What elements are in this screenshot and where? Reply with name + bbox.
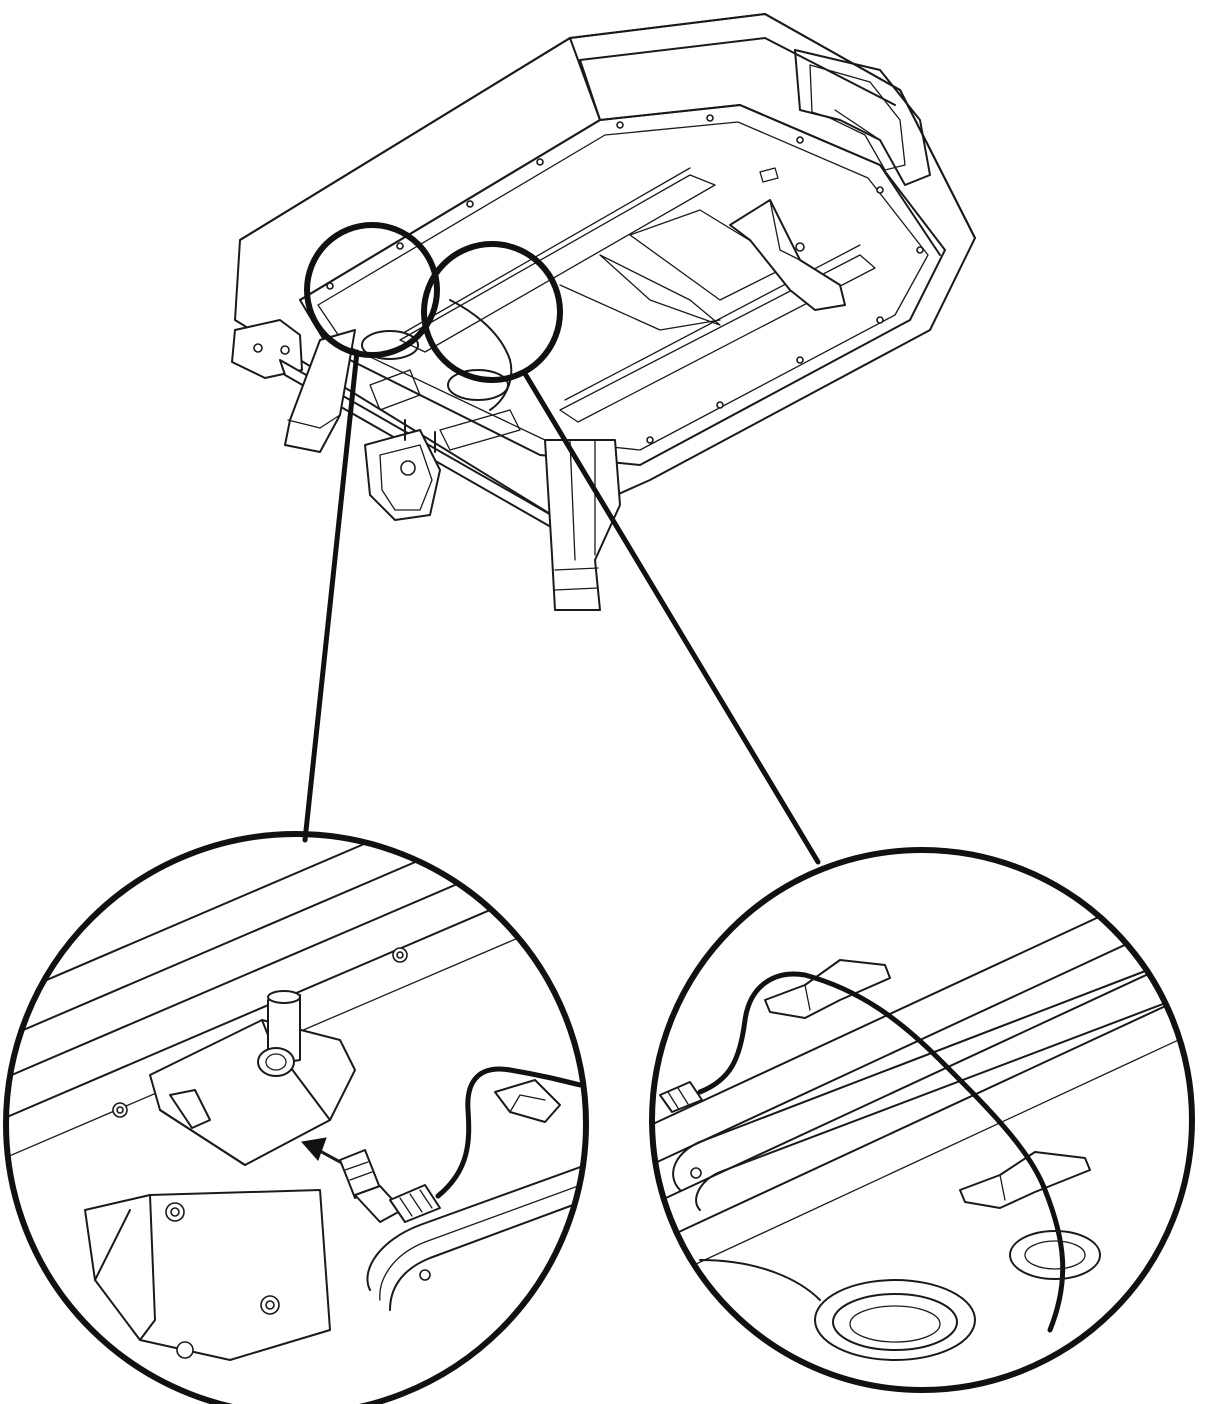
detail-right-content [652, 869, 1192, 1361]
bottom-port [814, 1279, 976, 1361]
cable-clip-bottom [959, 1151, 1091, 1209]
audio-jack-icon [339, 1149, 441, 1223]
callout-circle-right-small [421, 241, 563, 383]
callout-circle-left-detail [3, 831, 589, 1404]
detail-left-content [6, 834, 586, 1361]
leader-line-left [302, 349, 360, 843]
detail-left-cable [435, 1066, 583, 1199]
connector-socket [257, 1047, 295, 1077]
bottom-panel [299, 104, 946, 466]
recess-channel-2 [559, 254, 876, 423]
callout-circle-right-detail [649, 847, 1195, 1393]
detail-right-cable [697, 971, 1066, 1333]
main-view-cable [449, 299, 513, 411]
screw-holes [326, 114, 924, 464]
right-leg [544, 439, 621, 611]
center-knob-bracket [364, 429, 441, 521]
handle-pocket [794, 49, 931, 186]
cable-clip-top [764, 959, 891, 1019]
lower-bracket [84, 1189, 331, 1361]
socket-left [361, 330, 419, 360]
right-mounting-bracket [729, 199, 846, 311]
cable-clip-icon [494, 1079, 561, 1123]
callout-circle-left-small [304, 222, 440, 358]
plug-connector [659, 1081, 703, 1113]
leader-line-right [521, 369, 821, 865]
